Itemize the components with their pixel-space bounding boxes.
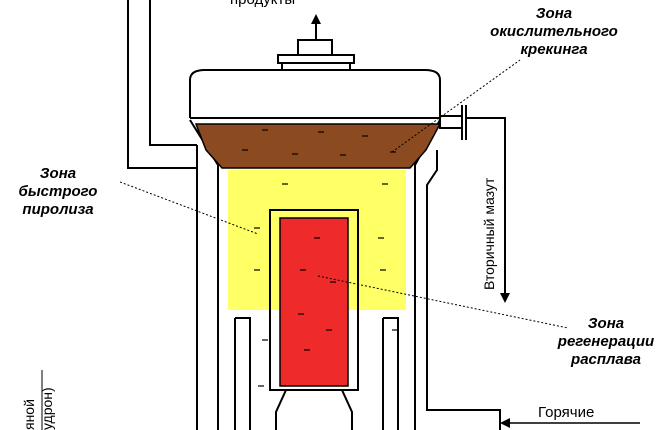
label-secondary-oil: Вторичный мазут bbox=[481, 177, 497, 290]
label-fast-pyrolysis-3: пиролиза bbox=[22, 201, 93, 218]
label-hot: Горячие bbox=[538, 404, 594, 421]
brown-layer bbox=[194, 123, 442, 169]
label-regeneration-2: регенерации bbox=[557, 333, 654, 350]
label-oxidative-cracking-2: окислительного bbox=[490, 23, 618, 40]
label-regeneration-3: расплава bbox=[570, 351, 641, 368]
down-arrow-icon bbox=[500, 293, 510, 303]
label-top-clipped: продукты bbox=[230, 0, 295, 8]
label-oxidative-cracking-3: крекинга bbox=[520, 41, 587, 58]
left-arrow-icon bbox=[500, 418, 510, 428]
inner-tube bbox=[234, 209, 399, 430]
red-dashes bbox=[298, 237, 336, 351]
up-arrow-icon bbox=[311, 14, 321, 24]
label-fast-pyrolysis-1: Зона bbox=[40, 165, 76, 182]
leader-lines bbox=[119, 59, 569, 329]
feed-pipe bbox=[127, 0, 197, 169]
red-core bbox=[279, 217, 349, 387]
label-regeneration-1: Зона bbox=[588, 315, 624, 332]
side-nozzle bbox=[439, 105, 467, 140]
label-left-vertical-1: яной bbox=[21, 399, 37, 430]
secondary-oil-arrow bbox=[466, 117, 506, 295]
label-left-vertical-2: удрон) bbox=[39, 387, 55, 430]
label-oxidative-cracking-1: Зона bbox=[536, 5, 572, 22]
brown-bubbles bbox=[242, 129, 396, 156]
label-fast-pyrolysis-2: быстрого bbox=[19, 183, 98, 200]
top-nozzle bbox=[277, 20, 355, 71]
